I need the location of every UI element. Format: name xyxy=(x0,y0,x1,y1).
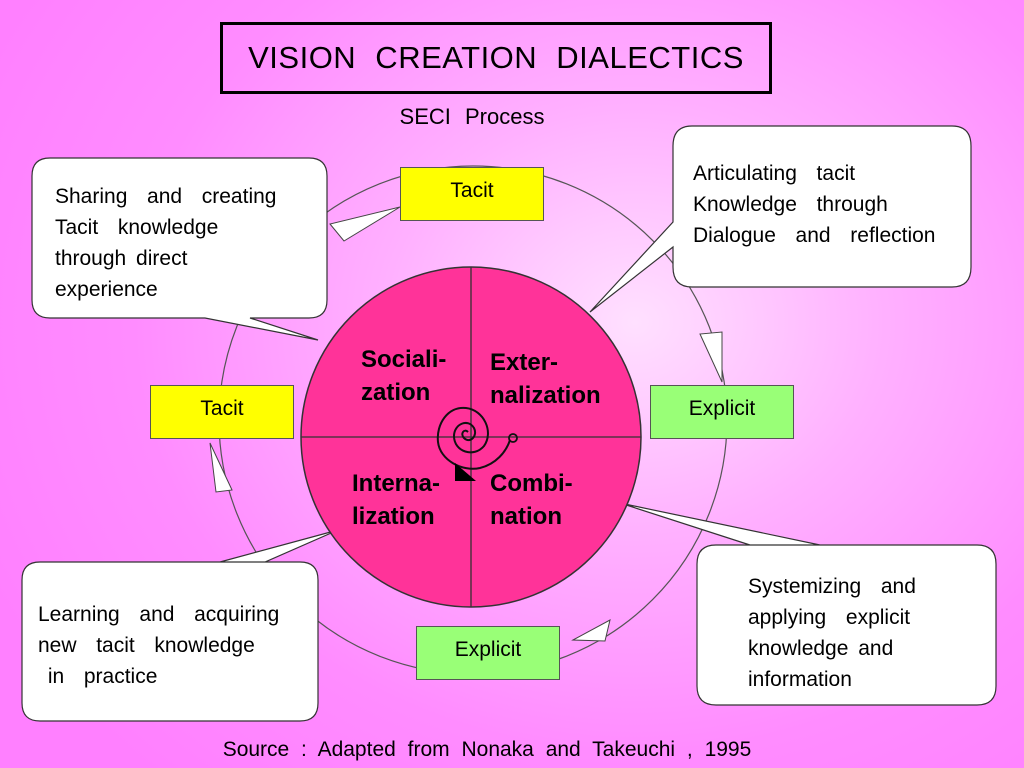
page-title: VISION CREATION DIALECTICS xyxy=(220,22,772,94)
cycle-arrow-left xyxy=(209,442,233,493)
socialization-label: Sociali- zation xyxy=(361,346,447,406)
subtitle: SECI Process xyxy=(399,104,545,129)
callout-bottom-right-text: Systemizing and applying explicit knowle… xyxy=(748,575,916,691)
spiral-arrowhead xyxy=(455,463,476,481)
cycle-arrow-right xyxy=(699,331,723,383)
callout-bottom-left-bubble xyxy=(21,529,339,722)
callout-bottom-left-text: Learning and acquiring new tacit knowled… xyxy=(38,603,280,688)
explicit-label-bottom: Explicit xyxy=(416,626,560,680)
callout-top-right-text: Articulating tacit Knowledge through Dia… xyxy=(693,162,936,247)
callout-top-left-bubble xyxy=(31,157,328,341)
source-citation: Source : Adapted from Nonaka and Takeuch… xyxy=(222,738,752,761)
callout-top-left-text: Sharing and creating Tacit knowledge thr… xyxy=(55,185,277,301)
callout-top-right-bubble xyxy=(589,125,972,313)
callout-bottom-right-bubble xyxy=(619,502,997,706)
externalization-label: Exter- nalization xyxy=(490,349,601,409)
cycle-arrow-bottom xyxy=(571,619,611,642)
tacit-label-left: Tacit xyxy=(150,385,294,439)
tacit-label-top: Tacit xyxy=(400,167,544,221)
internalization-label: Interna- lization xyxy=(352,470,441,530)
knowledge-spiral xyxy=(436,406,511,470)
cycle-arrow-top xyxy=(329,206,401,242)
explicit-label-right: Explicit xyxy=(650,385,794,439)
spiral-end-loop xyxy=(508,433,518,443)
combination-label: Combi- nation xyxy=(490,470,573,530)
